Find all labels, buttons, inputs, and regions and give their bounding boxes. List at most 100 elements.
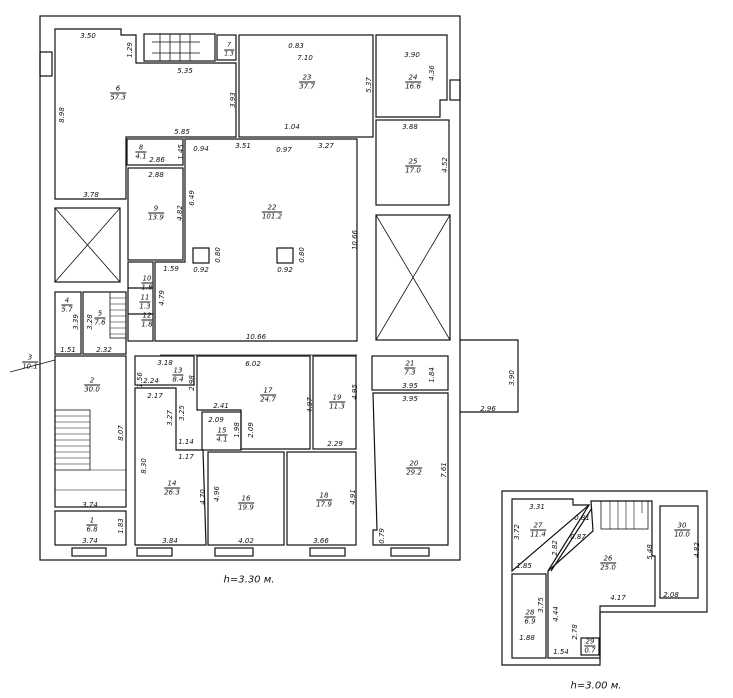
room-number: 27 — [530, 522, 546, 531]
room-number: 2 — [84, 377, 100, 386]
room-number: 20 — [406, 460, 422, 469]
dimension-label: 3.95 — [402, 395, 418, 403]
room-area: 1.3 — [224, 50, 234, 58]
dimension-label: 3.39 — [72, 314, 80, 330]
room-number: 30 — [674, 522, 690, 531]
dimension-label: 10.66 — [245, 333, 267, 341]
dimension-label: 10.66 — [351, 229, 359, 251]
room-area: 1.3 — [139, 302, 151, 311]
dimension-label: 4.91 — [349, 489, 357, 505]
dimension-label: 4.02 — [238, 537, 254, 545]
room-area: 17.0 — [405, 166, 421, 175]
ceiling-height-mezzanine: h=3.00 м. — [570, 680, 622, 692]
room-number: 15 — [216, 426, 228, 436]
dimension-label: 1.59 — [163, 265, 179, 273]
room-number: 5 — [94, 310, 106, 319]
dimension-label: 3.27 — [318, 142, 334, 150]
room-number: 29 — [584, 637, 596, 647]
dimension-label: 1.84 — [428, 367, 436, 383]
dimension-label: 7.61 — [440, 462, 448, 478]
dimension-label: 6.49 — [188, 190, 196, 206]
dimension-label: 1.88 — [519, 634, 535, 642]
dimension-label: 4.17 — [610, 594, 626, 602]
dimension-label: 7.10 — [297, 54, 313, 62]
dimension-label: 3.95 — [402, 382, 418, 390]
main-floor-walls — [9, 15, 519, 561]
room-area: 4.1 — [216, 435, 228, 444]
room-number: 22 — [261, 204, 283, 213]
dimension-label: 2.17 — [147, 392, 163, 400]
room-number: 13 — [172, 366, 184, 376]
room-area: 8.4 — [172, 375, 184, 384]
dimension-label: 8.98 — [58, 107, 66, 123]
room-number: 28 — [524, 608, 536, 618]
dimension-label: 4.82 — [693, 542, 701, 558]
dimension-label: 3.90 — [404, 51, 420, 59]
dimension-label: 5.48 — [646, 544, 654, 560]
dimension-label: 1.04 — [284, 123, 300, 131]
room-number: 6 — [110, 85, 126, 94]
dimension-label: 2.96 — [480, 405, 496, 413]
room-area: 24.7 — [260, 395, 276, 404]
dimension-label: 1.83 — [117, 518, 125, 534]
room-number: 8 — [135, 144, 147, 153]
dimension-label: 2.86 — [149, 156, 165, 164]
dimension-label: 4.44 — [552, 606, 560, 622]
dimension-label: 0.92 — [193, 266, 209, 274]
room-area: 11.4 — [530, 530, 546, 539]
dimension-label: 2.41 — [213, 402, 229, 410]
room-area: 16.6 — [405, 82, 421, 91]
dimension-label: 3.50 — [80, 32, 96, 40]
dimension-label: 0.92 — [277, 266, 293, 274]
dimension-label: 2.29 — [327, 440, 343, 448]
dimension-label: 6.02 — [245, 360, 261, 368]
dimension-label: 8.30 — [140, 458, 148, 474]
room-number: 18 — [316, 492, 332, 501]
dimension-label: 0.94 — [193, 145, 209, 153]
room-area: 1.8 — [141, 283, 153, 292]
room-area: 19.9 — [238, 503, 254, 512]
room-area: 10.0 — [674, 530, 690, 539]
room-number: 23 — [299, 74, 315, 83]
room-area: 6.8 — [86, 525, 98, 534]
dimension-label: 3.93 — [229, 92, 237, 108]
dimension-label: 2.08 — [663, 591, 679, 599]
dimension-label: 4.95 — [351, 384, 359, 400]
room-number: 25 — [405, 158, 421, 167]
dimension-label: 1.51 — [60, 346, 76, 354]
dimension-label: 1.29 — [126, 42, 134, 58]
room-number: 26 — [600, 555, 616, 564]
dimension-label: 3.90 — [508, 370, 516, 386]
dimension-label: 1.54 — [553, 648, 569, 656]
dimension-label: 3.66 — [313, 537, 329, 545]
dimension-label: 4.79 — [158, 290, 166, 306]
dimension-label: 1.98 — [233, 422, 241, 438]
dimension-label: 0.79 — [378, 528, 386, 544]
room-area: 0.7 — [584, 646, 596, 655]
room-area: 29.2 — [406, 468, 422, 477]
dimension-label: 2.82 — [551, 540, 559, 556]
room-number: 14 — [164, 480, 180, 489]
dimension-label: 2.98 — [188, 375, 196, 391]
ceiling-height-main: h=3.30 м. — [223, 574, 275, 586]
dimension-label: 5.85 — [174, 128, 190, 136]
